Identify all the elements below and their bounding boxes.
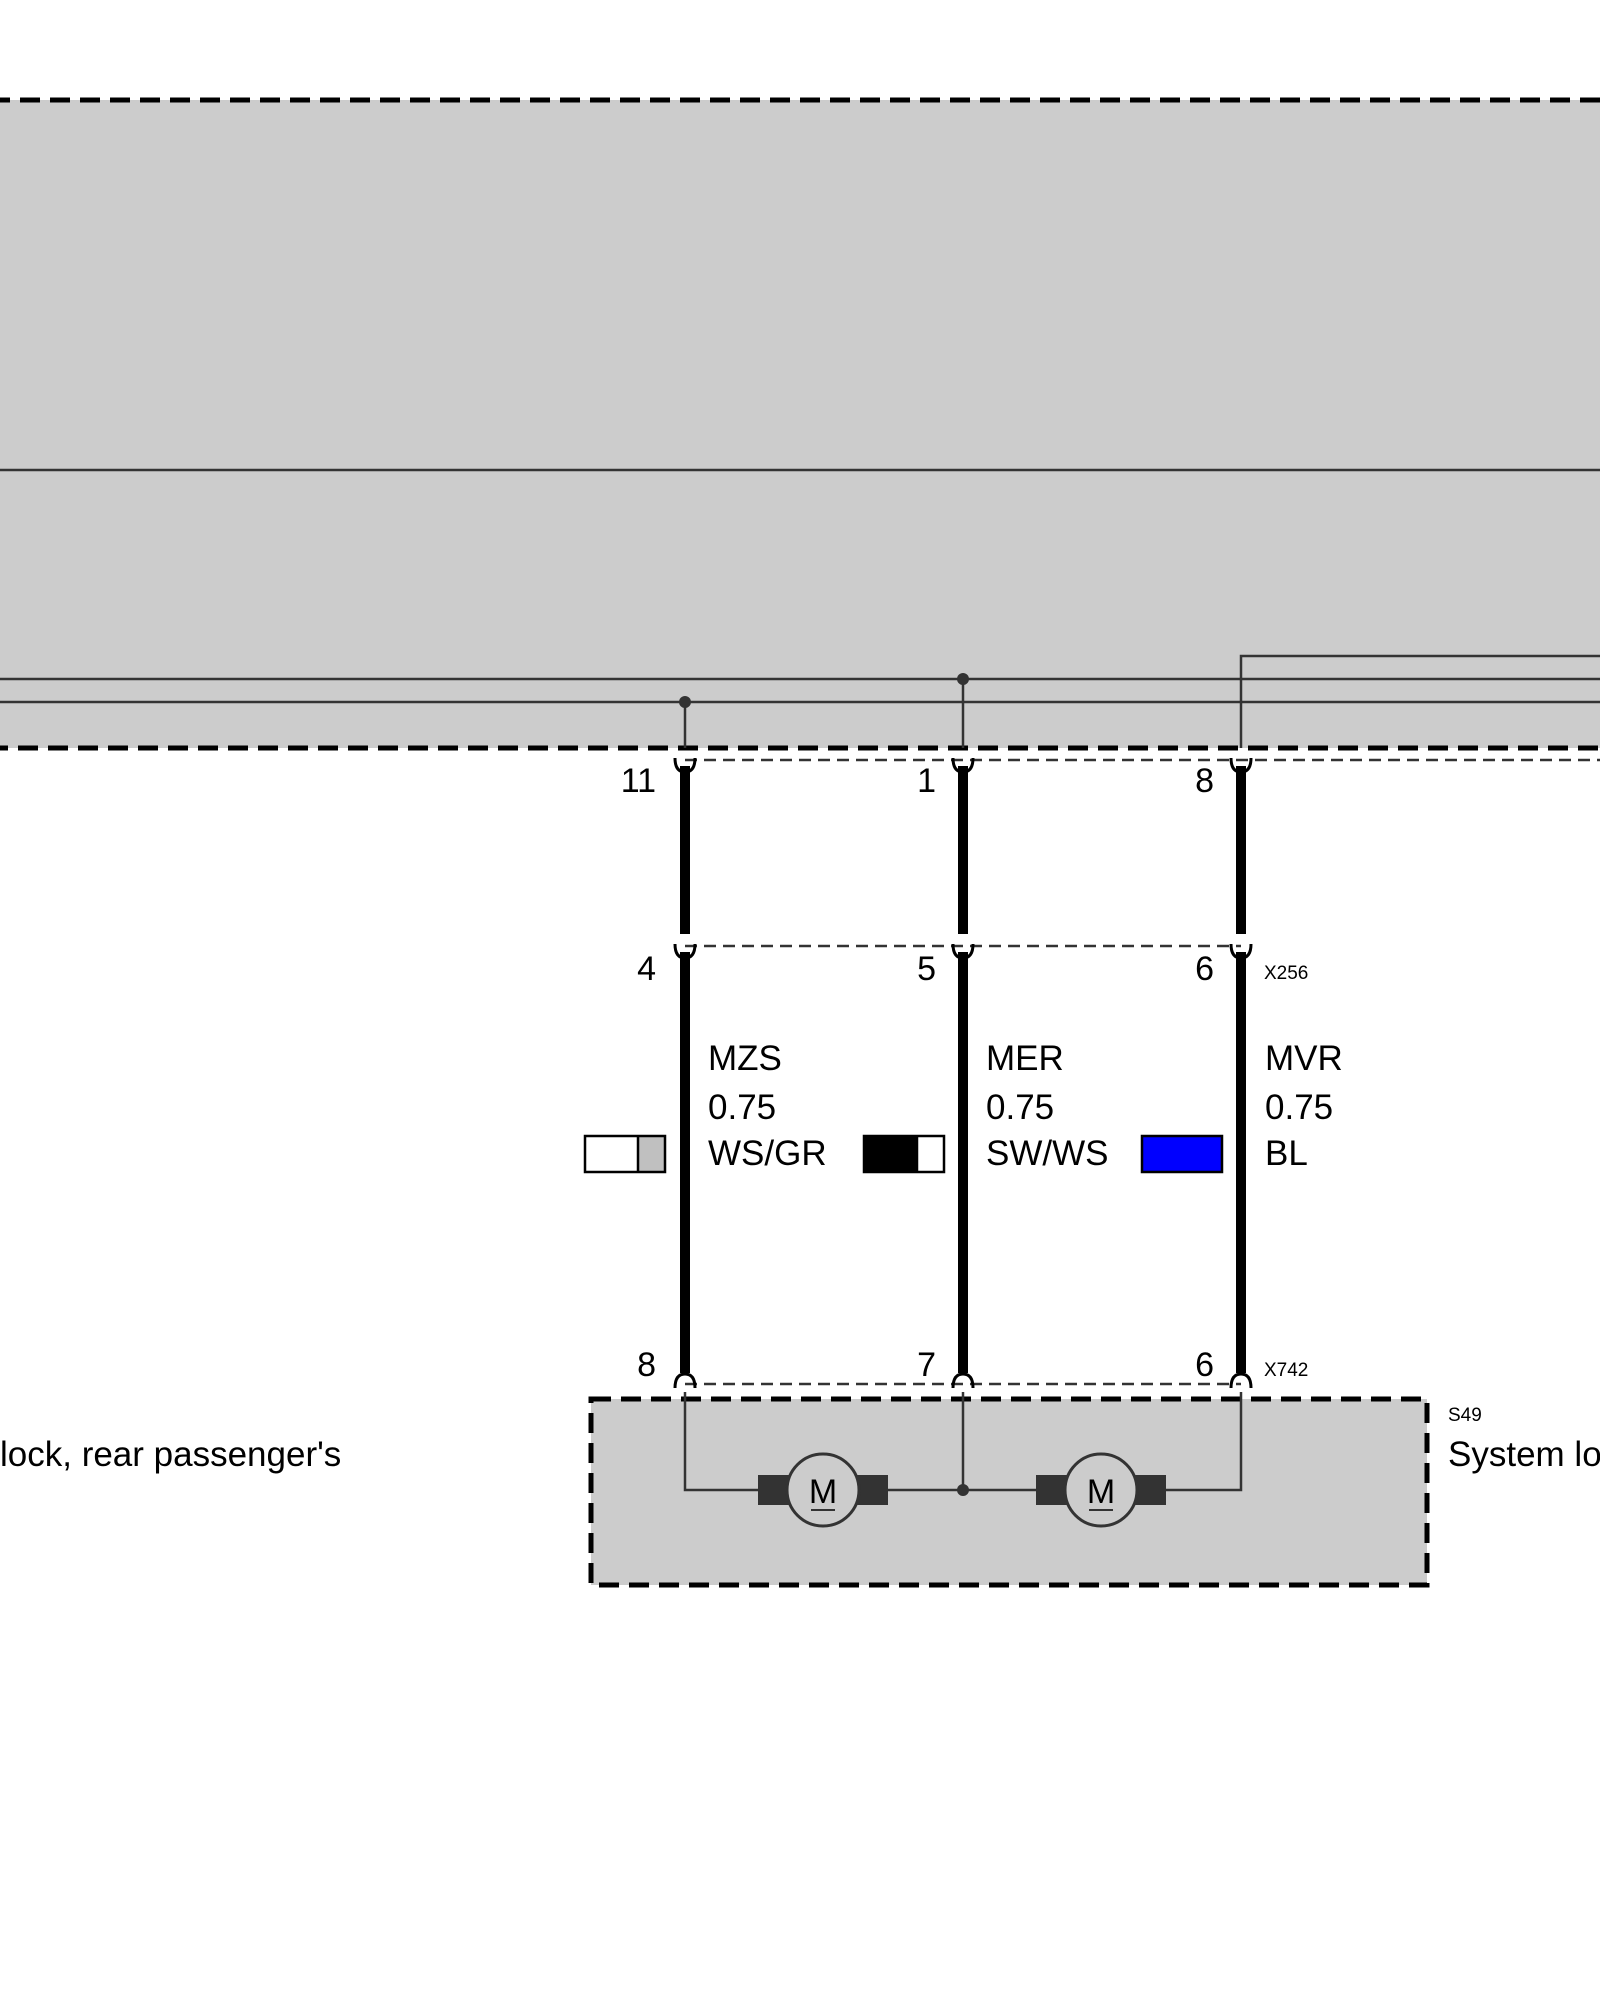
wire-mzs-color-code: WS/GR xyxy=(708,1134,827,1173)
x742-pin-8: 8 xyxy=(637,1346,656,1384)
x256-pin-6: 6 xyxy=(1195,950,1214,988)
motor-right-symbol: M xyxy=(1087,1473,1115,1511)
ecu-pin-8: 8 xyxy=(1195,762,1214,800)
wire-mvr-gauge: 0.75 xyxy=(1265,1088,1333,1127)
motor-feed-left xyxy=(683,1392,760,1492)
x742-pin-7: 7 xyxy=(917,1346,936,1384)
swatch-ws-gr xyxy=(583,1134,667,1174)
motor-left: M xyxy=(758,1452,888,1528)
x742-pin-6: 6 xyxy=(1195,1346,1214,1384)
motor-feed-right xyxy=(1164,1392,1243,1492)
component-label-left: lock, rear passenger's xyxy=(0,1435,341,1474)
junction-dot-pin11 xyxy=(679,696,691,708)
wire-mzs-gauge: 0.75 xyxy=(708,1088,776,1127)
x256-pin-5: 5 xyxy=(917,950,936,988)
control-module-box xyxy=(0,97,1600,751)
wire-mvr-color-code: BL xyxy=(1265,1134,1308,1173)
system-lock-component-box xyxy=(588,1396,1430,1588)
wire-mer-color-code: SW/WS xyxy=(986,1134,1108,1173)
wire-mer-signal: MER xyxy=(986,1039,1064,1078)
wire-mzs-signal: MZS xyxy=(708,1039,782,1078)
swatch-sw-ws xyxy=(862,1134,946,1174)
junction-dot-pin1 xyxy=(957,673,969,685)
x256-connector-id: X256 xyxy=(1264,963,1308,984)
wire-mvr-signal: MVR xyxy=(1265,1039,1343,1078)
ecu-pin-1: 1 xyxy=(917,762,936,800)
component-label-right: System lo xyxy=(1448,1435,1600,1474)
motor-right: M xyxy=(1036,1452,1166,1528)
motor-left-symbol: M xyxy=(809,1473,837,1511)
wire-mer-gauge: 0.75 xyxy=(986,1088,1054,1127)
swatch-bl xyxy=(1140,1134,1224,1174)
x256-pin-4: 4 xyxy=(637,950,656,988)
pin-terminals xyxy=(673,757,1253,1389)
component-id: S49 xyxy=(1448,1405,1482,1426)
module-internal-line-pin8 xyxy=(1239,654,1600,748)
ecu-pin-11: 11 xyxy=(621,762,656,800)
x742-connector-id: X742 xyxy=(1264,1360,1308,1381)
junction-dot-motors xyxy=(957,1484,969,1496)
